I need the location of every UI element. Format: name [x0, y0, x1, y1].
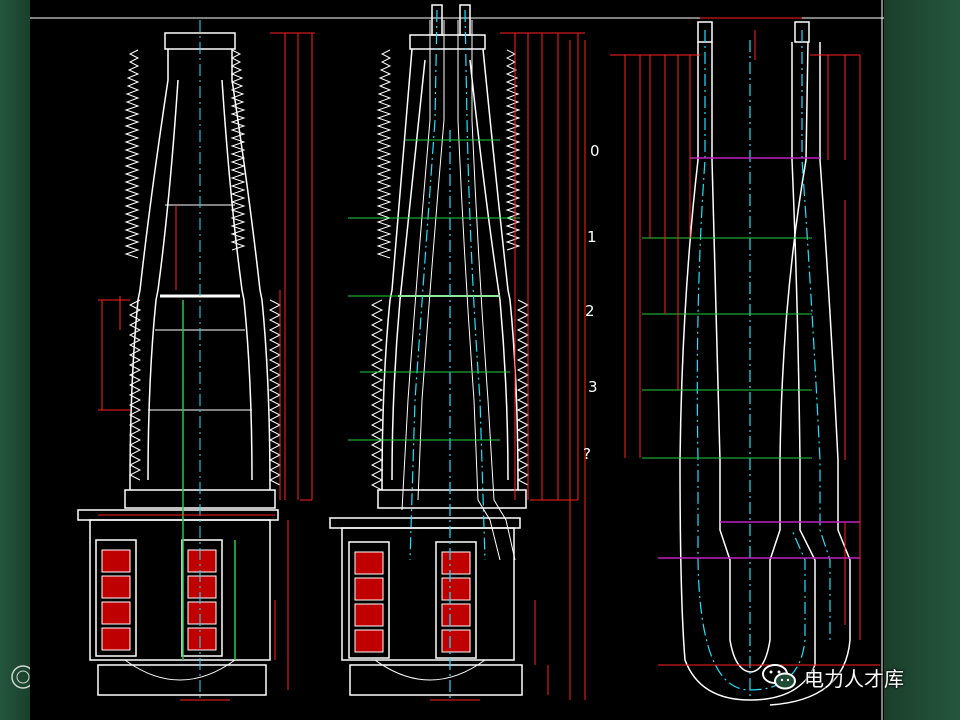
dimensions-middle: [430, 32, 586, 701]
level-lines-right: [642, 237, 812, 459]
tank-bottom-curve: [124, 659, 236, 681]
cad-drawing-canvas: 0 1 2 3 ?: [30, 0, 884, 720]
stage-label-0: 0: [590, 142, 600, 160]
watermark: 电力人才库: [760, 662, 950, 692]
stage-label-unknown: ?: [583, 445, 591, 463]
porcelain-outline-right: [231, 49, 271, 491]
watermark-text: 电力人才库: [804, 666, 904, 691]
marker-lines-right: [658, 157, 860, 559]
dimensions-right: [610, 17, 880, 666]
tank-body: [89, 519, 271, 661]
dimensions-left: [98, 32, 315, 701]
tank-base: [97, 664, 267, 696]
level-lines-middle: [348, 139, 520, 441]
coil-frames-middle: [348, 541, 477, 659]
background-left-panel: [0, 0, 30, 720]
inner-conductor-right: [221, 79, 253, 481]
bushing-engineering-drawing: [30, 0, 884, 720]
stage-label-3: 3: [588, 378, 598, 396]
porcelain-outline-left: [129, 49, 169, 491]
sheds-middle-drawing: [370, 49, 530, 491]
inner-conductor-left: [147, 79, 179, 481]
wechat-icon: [762, 664, 796, 690]
coil-blocks-middle: [354, 551, 471, 653]
coil-blocks-left: [101, 549, 217, 651]
conductors-middle: [409, 9, 486, 700]
stage-label-2: 2: [585, 302, 595, 320]
stage-label-1: 1: [587, 228, 597, 246]
bushing-view-middle: [329, 4, 527, 696]
background-right-panel: [884, 0, 960, 720]
conductor-walls-middle: [401, 20, 516, 561]
sheds-left-drawing: [124, 49, 282, 486]
coil-frames-left: [95, 539, 223, 657]
